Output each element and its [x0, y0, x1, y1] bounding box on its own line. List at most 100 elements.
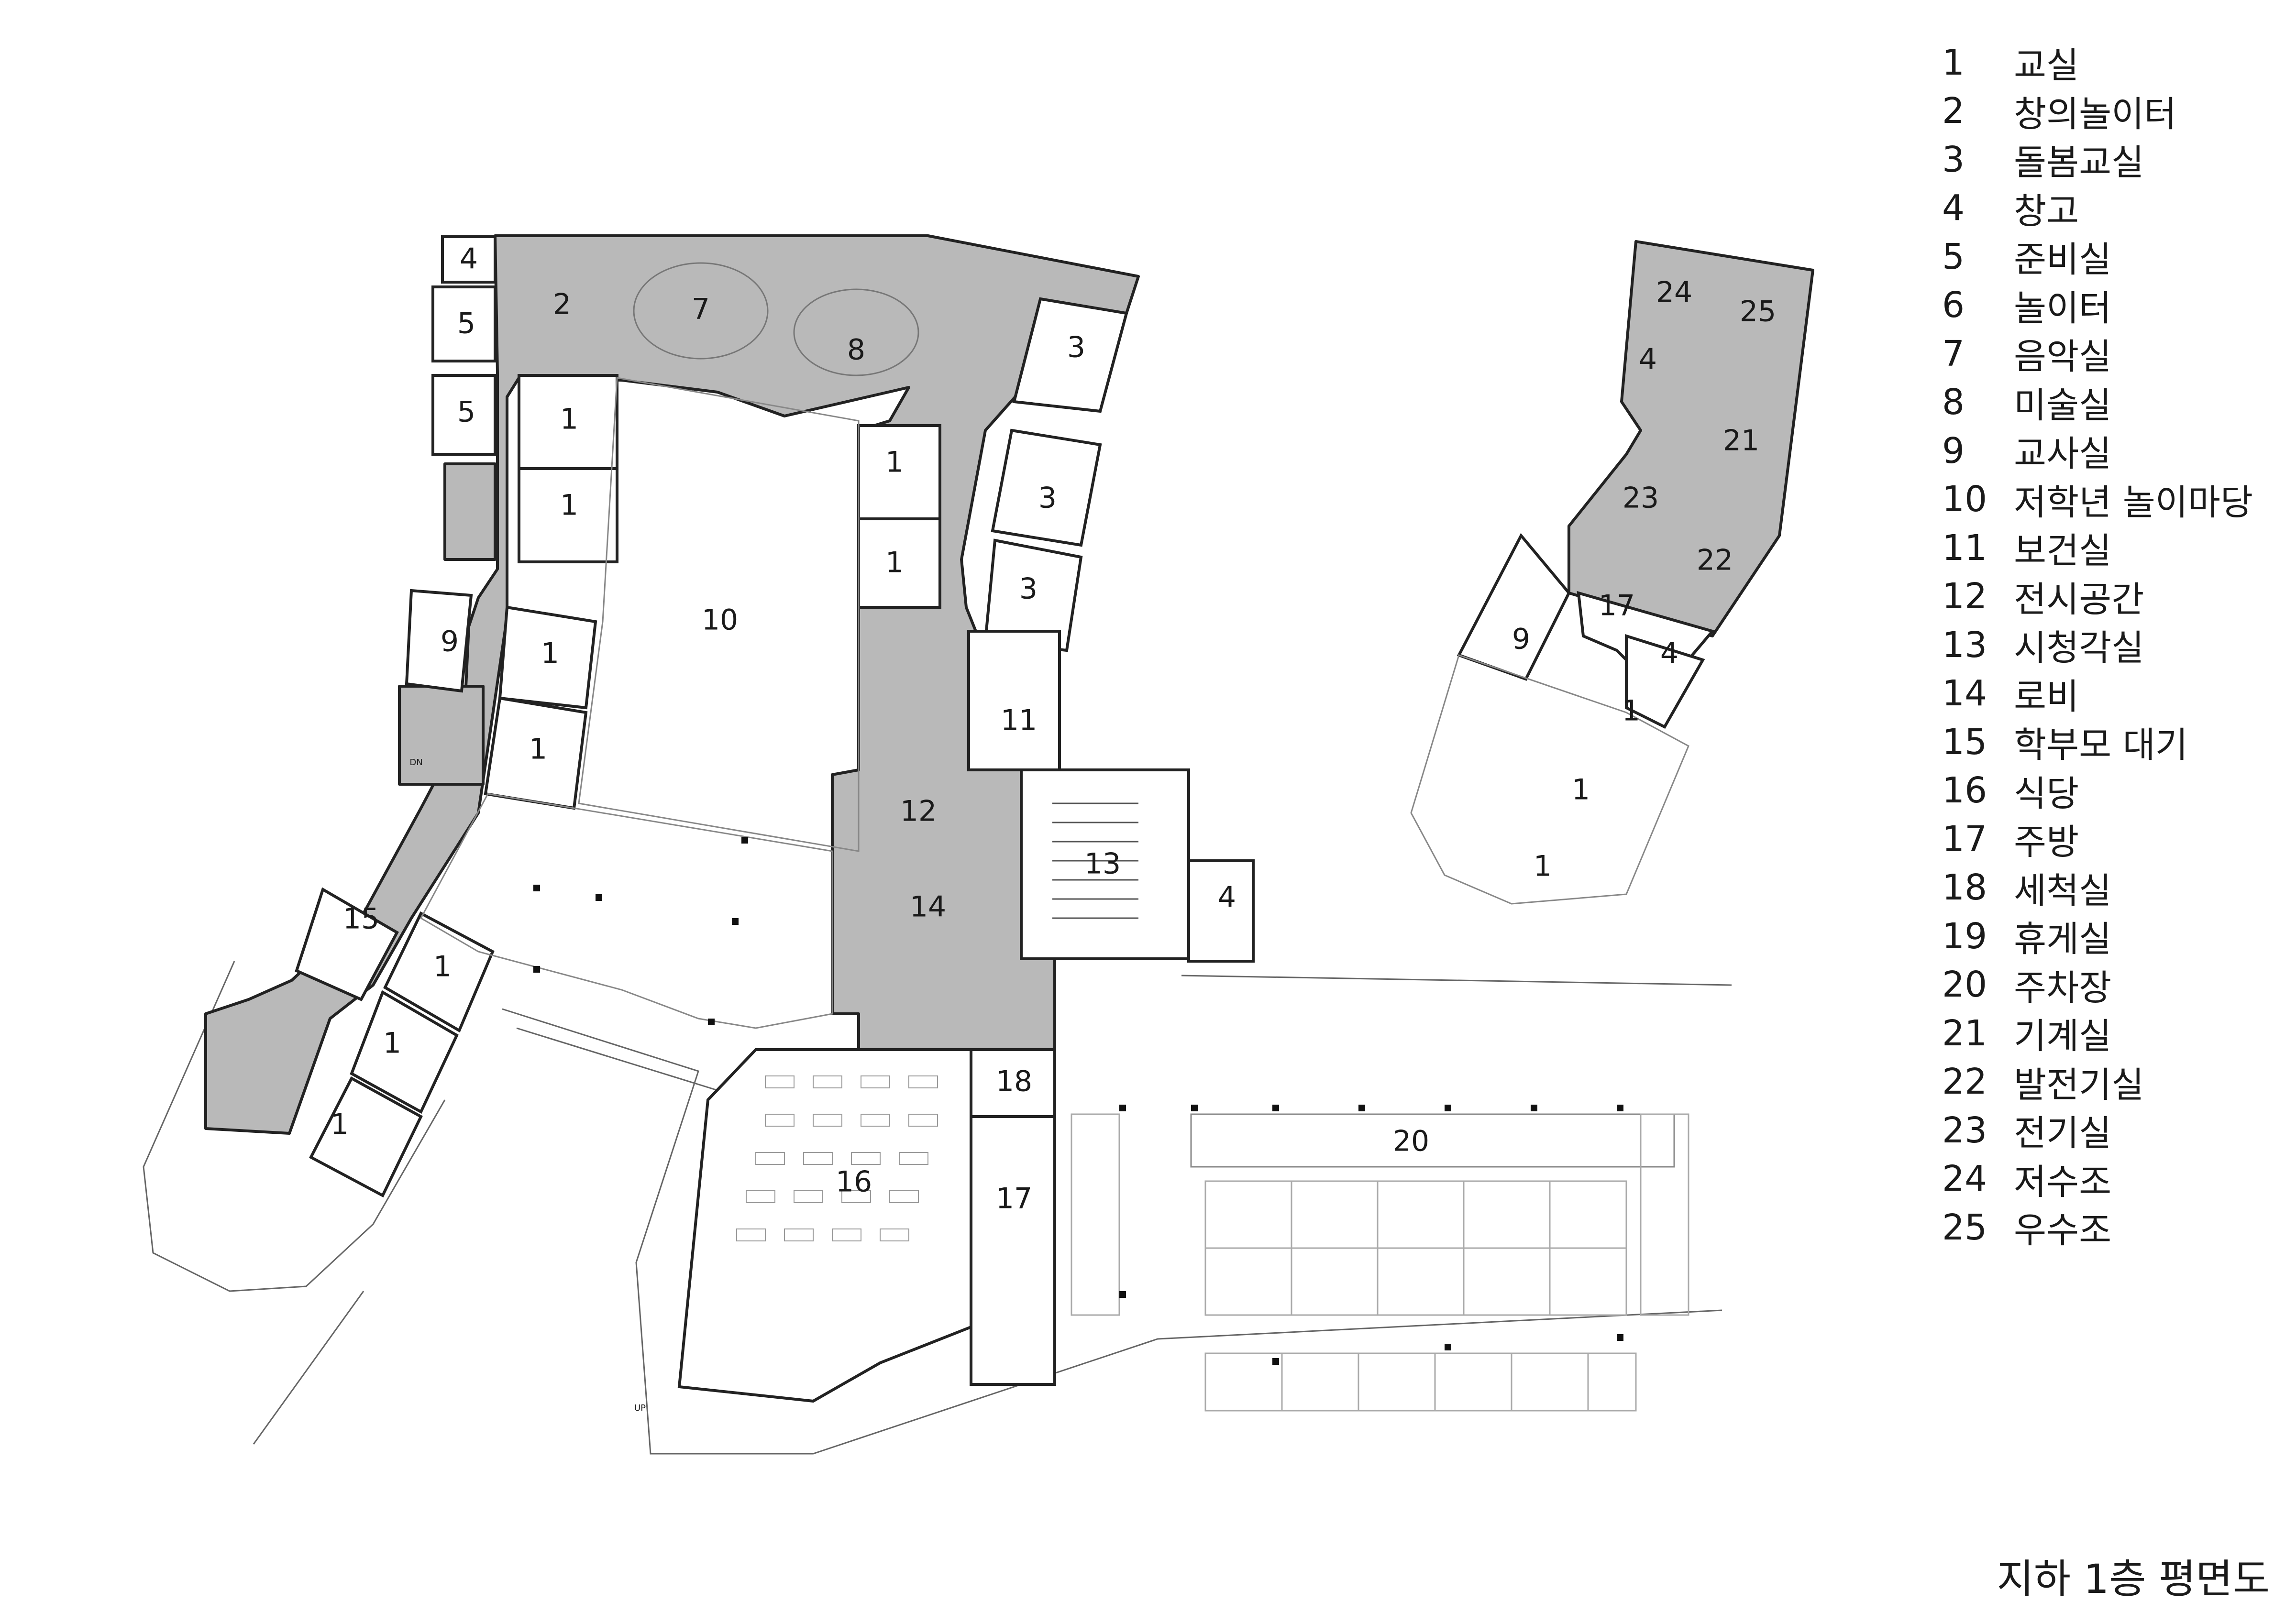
legend-item-number: 10 [1942, 479, 1987, 520]
room-label: 9 [1512, 623, 1530, 656]
legend-item-number: 5 [1942, 236, 1965, 277]
legend-item-number: 7 [1942, 333, 1965, 374]
room-label: 4 [1218, 881, 1236, 914]
legend-item-number: 21 [1942, 1012, 1987, 1054]
room-label: 14 [910, 890, 946, 924]
room-label: 1 [560, 403, 578, 436]
legend-item-number: 9 [1942, 430, 1965, 472]
legend-item-label: 전기실 [2014, 1113, 2112, 1154]
room-label: 10 [702, 603, 738, 637]
room-label: 1 [1622, 694, 1640, 728]
legend-item-number: 13 [1942, 624, 1987, 666]
legend-item-label: 세척실 [2014, 870, 2112, 911]
legend-item-label: 시청각실 [2014, 627, 2144, 669]
room-label: 7 [692, 293, 710, 326]
site-boundary [143, 961, 1732, 1455]
room-labels: 4 5 5 2 7 8 3 3 3 1 1 1 1 1 1 9 10 11 12… [331, 242, 1776, 1413]
legend-item: 23 전기실 [1942, 1106, 2277, 1155]
room-label: 25 [1740, 295, 1776, 329]
auditorium-seating [1052, 802, 1138, 919]
room-label: 18 [996, 1065, 1032, 1098]
legend-item-number: 4 [1942, 187, 1965, 229]
legend-item: 7 음악실 [1942, 329, 2277, 378]
legend-item-number: 15 [1942, 721, 1987, 763]
legend-item: 21 기계실 [1942, 1009, 2277, 1058]
legend-item-label: 교사실 [2014, 433, 2112, 475]
room-label: 5 [457, 395, 475, 429]
plan-title: 지하 1층 평면도 [1997, 1556, 2270, 1602]
legend-item: 16 식당 [1942, 767, 2277, 815]
legend-item: 10 저학년 놀이마당 [1942, 475, 2277, 524]
room-label: 1 [885, 546, 904, 580]
room-label: 1 [331, 1108, 349, 1141]
room-label: 3 [1067, 331, 1085, 364]
room-label: 24 [1656, 276, 1692, 309]
legend-item-number: 23 [1942, 1109, 1987, 1151]
room-label: 1 [1534, 850, 1552, 883]
legend-item-number: 20 [1942, 964, 1987, 1006]
outdoor-areas [419, 377, 1689, 1168]
room-label: 5 [457, 307, 475, 340]
legend-item-number: 18 [1942, 867, 1987, 909]
legend-item-label: 저수조 [2014, 1161, 2112, 1203]
legend-item-label: 교실 [2014, 45, 2079, 87]
room-label: 4 [1639, 343, 1657, 376]
legend-item-number: 11 [1942, 527, 1987, 569]
room-label: 1 [885, 446, 904, 479]
stair-label-up: UP [634, 1403, 646, 1413]
room-ovals [633, 262, 919, 376]
legend-item-number: 6 [1942, 285, 1965, 326]
room-label: 11 [1001, 704, 1037, 737]
room-label: 23 [1623, 482, 1659, 515]
legend-item-label: 식당 [2014, 773, 2079, 814]
legend-item-label: 기계실 [2014, 1016, 2112, 1057]
room-label: 20 [1393, 1125, 1429, 1158]
room-label: 4 [1660, 637, 1678, 670]
room-label: 2 [553, 288, 571, 321]
room-label: 3 [1019, 572, 1038, 606]
legend-item-label: 창의놀이터 [2014, 93, 2177, 135]
legend-item: 13 시청각실 [1942, 621, 2277, 669]
room-label: 1 [560, 489, 578, 522]
room-label: 1 [383, 1027, 401, 1060]
room-label: 15 [343, 902, 379, 936]
legend-item-label: 저학년 놀이마당 [2014, 482, 2253, 523]
legend-item-number: 12 [1942, 576, 1987, 617]
legend-item: 3 돌봄교실 [1942, 135, 2277, 184]
legend-item-label: 돌봄교실 [2014, 142, 2144, 184]
legend-item-label: 미술실 [2014, 384, 2112, 426]
room-label: 17 [996, 1182, 1032, 1216]
legend-item: 9 교사실 [1942, 427, 2277, 475]
legend-item: 5 준비실 [1942, 232, 2277, 281]
legend-item: 1 교실 [1942, 38, 2277, 87]
room-label: 22 [1697, 544, 1733, 577]
room-label: 1 [541, 637, 559, 670]
legend-item-number: 14 [1942, 673, 1987, 714]
legend-item-number: 2 [1942, 90, 1965, 132]
stair-label-dn: DN [409, 757, 422, 768]
legend-item-number: 1 [1942, 42, 1965, 83]
dining-tables [736, 1075, 938, 1241]
room-label: 8 [847, 333, 865, 367]
columns [533, 837, 1623, 1365]
legend-item-label: 음악실 [2014, 336, 2112, 378]
room-label: 13 [1084, 847, 1121, 881]
legend-item-number: 3 [1942, 139, 1965, 180]
room-label: 21 [1723, 424, 1759, 458]
legend-item-label: 준비실 [2014, 239, 2112, 281]
legend-item-label: 주차장 [2014, 967, 2112, 1009]
legend-item-number: 16 [1942, 770, 1987, 812]
